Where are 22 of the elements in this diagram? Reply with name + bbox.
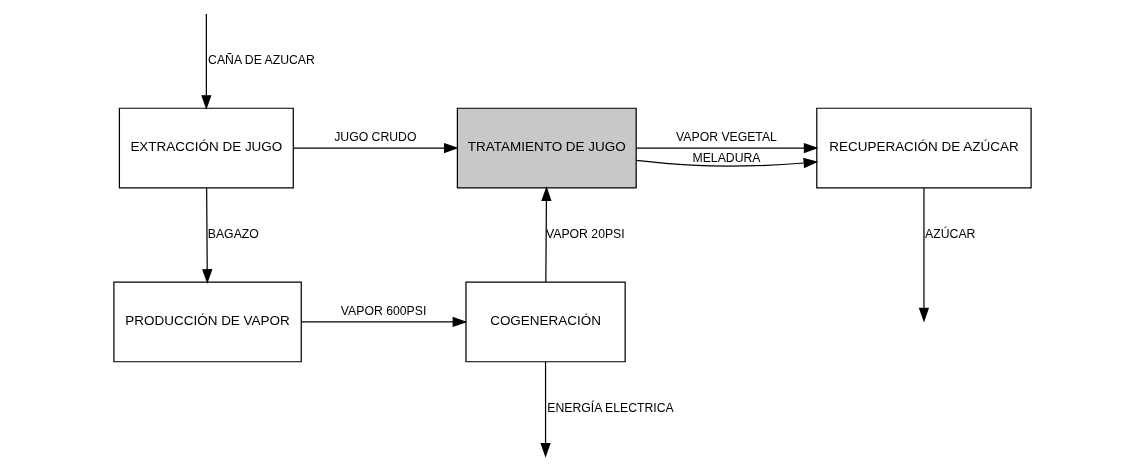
arrow bbox=[918, 187, 929, 323]
edge-label: JUGO CRUDO bbox=[333, 129, 416, 144]
arrow bbox=[635, 157, 818, 169]
arrow bbox=[540, 186, 552, 283]
node-box: PRODUCCIÓN DE VAPOR bbox=[112, 281, 302, 363]
arrow bbox=[635, 142, 818, 154]
node-box: RECUPERACIÓN DE AZÚCAR bbox=[815, 107, 1032, 189]
arrow bbox=[539, 361, 551, 458]
arrow bbox=[300, 316, 467, 328]
edge-label: AZÚCAR bbox=[924, 227, 975, 242]
edge-label: ENERGÍA ELECTRICA bbox=[546, 400, 674, 415]
arrow bbox=[201, 187, 212, 284]
edge-label: VAPOR VEGETAL bbox=[675, 129, 777, 144]
node-box: EXTRACCIÓN DE JUGO bbox=[118, 107, 294, 189]
edge-label: MELADURA bbox=[692, 150, 760, 165]
node-box: TRATAMIENTO DE JUGO bbox=[456, 107, 637, 189]
arrow bbox=[292, 142, 459, 154]
edge-label: BAGAZO bbox=[207, 227, 259, 242]
edge-label: CAÑA DE AZUCAR bbox=[207, 53, 315, 68]
node-box: COGENERACIÓN bbox=[464, 281, 626, 363]
edge-label: VAPOR 600PSI bbox=[340, 303, 426, 318]
arrow bbox=[200, 13, 211, 110]
